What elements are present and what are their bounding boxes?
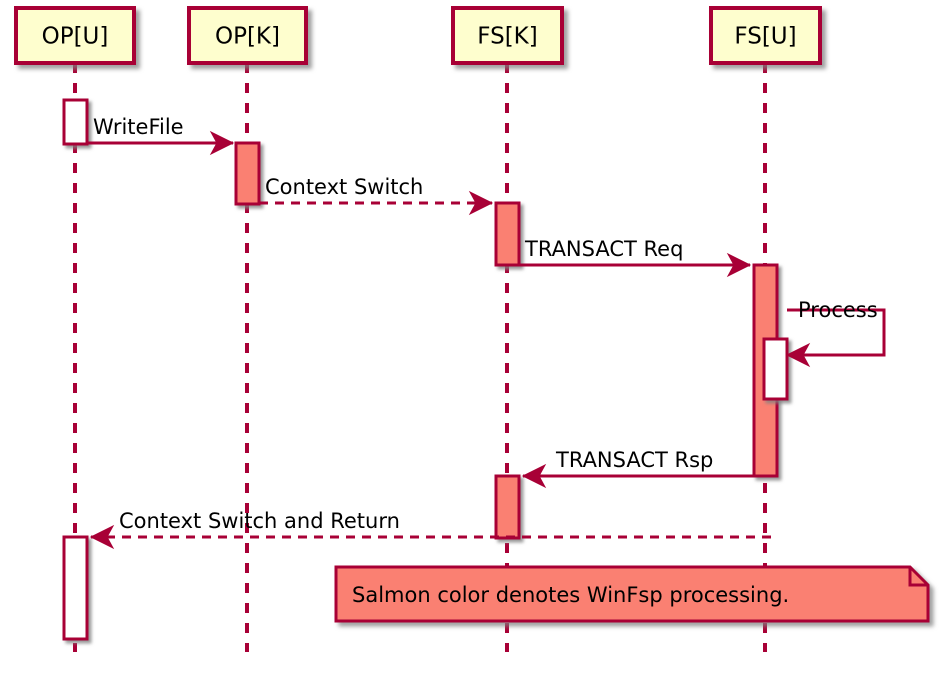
arrowhead-msg-process xyxy=(785,342,811,368)
lifelines-layer xyxy=(73,63,767,652)
activation-bar-op-k xyxy=(234,141,261,206)
participant-box-fs-k[interactable] xyxy=(451,6,564,65)
message-label-msg-context-switch: Context Switch xyxy=(265,175,423,199)
arrowhead-msg-writefile xyxy=(209,130,235,156)
message-label-msg-process: Process xyxy=(798,298,878,322)
participant-fs-u[interactable]: FS[U] xyxy=(709,6,822,65)
arrowhead-msg-transact-req xyxy=(726,252,752,278)
activation-bar-fs-u xyxy=(762,337,789,401)
message-label-msg-context-switch-return: Context Switch and Return xyxy=(119,509,400,533)
note-layer: Salmon color denotes WinFsp processing. xyxy=(334,565,930,623)
participant-label-op-k: OP[K] xyxy=(215,24,280,50)
participant-box-op-k[interactable] xyxy=(187,6,308,65)
activation-bar-op-u xyxy=(62,98,89,146)
arrowhead-msg-transact-rsp xyxy=(521,463,547,489)
message-label-msg-writefile: WriteFile xyxy=(93,115,184,139)
message-msg-transact-rsp: TRANSACT Rsp xyxy=(521,448,754,489)
participant-boxes-layer: OP[U] OP[K] FS[K] FS[U] xyxy=(14,6,822,65)
activations-layer xyxy=(62,98,789,641)
arrowhead-msg-context-switch-return xyxy=(89,524,115,550)
message-msg-writefile: WriteFile xyxy=(87,115,235,156)
participant-box-fs-u[interactable] xyxy=(709,6,822,65)
message-label-msg-transact-req: TRANSACT Req xyxy=(524,237,683,261)
message-line-msg-process xyxy=(787,308,886,357)
message-msg-transact-req: TRANSACT Req xyxy=(519,237,752,278)
activation-bar-fs-k xyxy=(494,201,521,267)
activation-bar-fs-k xyxy=(494,474,521,540)
message-msg-process: Process xyxy=(785,298,886,368)
note-text: Salmon color denotes WinFsp processing. xyxy=(352,583,789,607)
participant-fs-k[interactable]: FS[K] xyxy=(451,6,564,65)
message-msg-context-switch-return: Context Switch and Return xyxy=(89,509,771,550)
note-body xyxy=(334,565,930,623)
activation-bar-op-u xyxy=(62,535,89,641)
participant-label-fs-u: FS[U] xyxy=(734,24,796,50)
participant-op-k[interactable]: OP[K] xyxy=(187,6,308,65)
participant-label-op-u: OP[U] xyxy=(42,24,109,50)
arrowhead-msg-context-switch xyxy=(468,190,494,216)
participant-box-op-u[interactable] xyxy=(14,6,136,65)
message-msg-context-switch: Context Switch xyxy=(259,175,494,216)
participant-label-fs-k: FS[K] xyxy=(477,24,537,50)
participant-op-u[interactable]: OP[U] xyxy=(14,6,136,65)
note-fold-icon xyxy=(908,567,928,587)
message-label-msg-transact-rsp: TRANSACT Rsp xyxy=(555,448,713,472)
